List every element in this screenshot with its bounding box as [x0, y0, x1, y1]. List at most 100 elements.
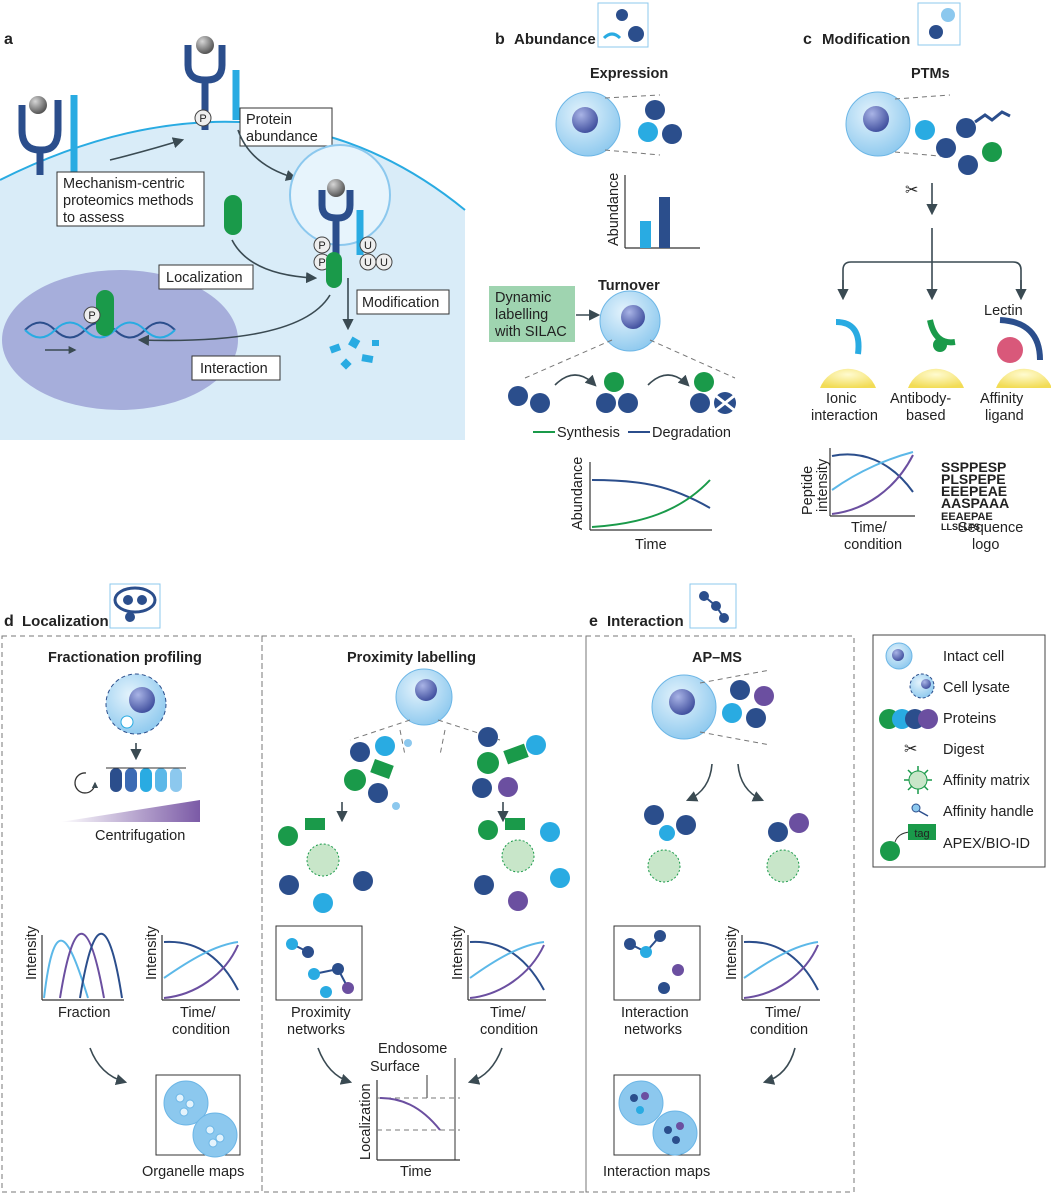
localization-icon — [109, 583, 161, 629]
ptm-marks: P P U U U — [313, 236, 393, 271]
svg-text:EEEPEAE: EEEPEAE — [941, 483, 1007, 499]
interacting-protein — [326, 252, 342, 288]
svg-text:Dynamic: Dynamic — [495, 290, 551, 306]
legend-box — [872, 634, 1046, 868]
panel-e: e Interaction AP–MS — [585, 583, 855, 1193]
svg-text:condition: condition — [172, 1022, 230, 1038]
proximity-right-cluster — [472, 727, 546, 798]
svg-text:intensity: intensity — [815, 458, 831, 512]
svg-text:interaction: interaction — [811, 408, 878, 424]
svg-text:Interaction: Interaction — [621, 1005, 689, 1021]
svg-text:Proximity labelling: Proximity labelling — [347, 650, 476, 666]
legend-affinity-matrix-icon — [904, 766, 932, 794]
interaction-icon — [689, 583, 737, 629]
svg-text:d: d — [4, 613, 14, 630]
interaction-network — [624, 930, 684, 994]
modification-icon — [917, 2, 961, 46]
apms-right — [766, 813, 809, 883]
panel-d-title: Localization — [22, 613, 109, 630]
svg-text:Ionic: Ionic — [826, 391, 857, 407]
bar-2 — [659, 197, 670, 248]
svg-text:labelling: labelling — [495, 307, 548, 323]
svg-text:U: U — [364, 240, 372, 252]
legend: Intact cell Cell lysate Proteins ✂ Diges… — [872, 634, 1046, 868]
svg-text:Fraction: Fraction — [58, 1005, 110, 1021]
receptor-2: P — [184, 36, 240, 130]
svg-text:Localization: Localization — [166, 270, 243, 286]
legend-item-cell-lysate: Cell lysate — [943, 680, 1010, 696]
svg-text:AP–MS: AP–MS — [692, 650, 742, 666]
svg-text:Sequence: Sequence — [958, 520, 1023, 536]
panel-c: c Modification PTMs ✂ Lectin Ionic inter… — [800, 2, 1051, 553]
localization-box — [158, 264, 254, 290]
scissors-icon: ✂ — [905, 182, 918, 199]
svg-text:logo: logo — [972, 537, 999, 553]
svg-text:U: U — [364, 257, 372, 269]
svg-text:P: P — [199, 113, 206, 125]
arrow-a2 — [237, 129, 298, 181]
legend-affinity-handle-icon — [911, 803, 929, 817]
svg-text:Affinity: Affinity — [980, 391, 1024, 407]
svg-text:based: based — [906, 408, 946, 424]
svg-text:Antibody-: Antibody- — [890, 391, 951, 407]
svg-text:abundance: abundance — [246, 129, 318, 145]
abundance-ylabel: Abundance — [606, 173, 622, 246]
affinity-matrix-right — [474, 818, 570, 911]
degradation-legend: Degradation — [652, 425, 731, 441]
legend-item-proteins: Proteins — [943, 711, 996, 727]
nucleus — [2, 270, 238, 410]
fractionation-frame — [1, 635, 263, 1193]
svg-text:condition: condition — [844, 537, 902, 553]
svg-text:Time/: Time/ — [490, 1005, 527, 1021]
svg-text:Modification: Modification — [362, 295, 439, 311]
svg-text:tag: tag — [914, 828, 929, 840]
abundance-icon — [597, 2, 649, 48]
centrifugation-gradient — [60, 800, 200, 822]
svg-text:networks: networks — [624, 1022, 682, 1038]
svg-text:U: U — [380, 257, 388, 269]
svg-text:Proximity: Proximity — [291, 1005, 351, 1021]
svg-text:Intensity: Intensity — [24, 925, 40, 980]
svg-text:with SILAC: with SILAC — [494, 324, 567, 340]
svg-text:Centrifugation: Centrifugation — [95, 828, 185, 844]
svg-text:SSPPESP: SSPPESP — [941, 459, 1006, 475]
svg-text:Fractionation profiling: Fractionation profiling — [48, 650, 202, 666]
svg-text:Interaction maps: Interaction maps — [603, 1164, 710, 1180]
svg-text:Localization: Localization — [358, 1083, 374, 1160]
proximity-left-cluster — [344, 736, 412, 810]
panel-b: b Abundance Expression Abundance Turnove… — [489, 2, 736, 553]
svg-text:Lectin: Lectin — [984, 303, 1023, 319]
svg-text:Mechanism-centric: Mechanism-centric — [63, 176, 185, 192]
membrane-line — [0, 120, 466, 211]
svg-text:b: b — [495, 31, 505, 48]
svg-text:P: P — [318, 257, 325, 269]
turnover-proteins — [508, 372, 736, 414]
svg-text:networks: networks — [287, 1022, 345, 1038]
tf-protein — [96, 290, 114, 336]
legend-item-apex: APEX/BIO-ID — [943, 836, 1030, 852]
degradation-curve — [591, 479, 711, 509]
turnover-heading: Turnover — [598, 278, 660, 294]
svg-text:Time/: Time/ — [180, 1005, 217, 1021]
interaction-frame — [585, 635, 855, 1193]
svg-text:Organelle maps: Organelle maps — [142, 1164, 244, 1180]
proximity-network — [286, 938, 354, 998]
receptor-1 — [18, 95, 78, 175]
arrow-a3 — [231, 239, 318, 284]
svg-text:condition: condition — [750, 1022, 808, 1038]
svg-text:LLSLLTS: LLSLLTS — [941, 522, 980, 532]
svg-text:Endosome: Endosome — [378, 1041, 447, 1057]
sequence-logo: SSPPESP PLSPEPE EEEPEAE AASPAAA EEAEPAE … — [941, 459, 1009, 532]
svg-text:Time: Time — [400, 1164, 432, 1180]
panel-a-letter: a — [4, 31, 13, 48]
legend-apex-icon: tag — [880, 824, 936, 861]
affinity-matrix-left — [278, 818, 373, 913]
svg-text:Time/: Time/ — [851, 520, 888, 536]
legend-item-intact-cell: Intact cell — [943, 649, 1004, 665]
panel-e-title: Interaction — [607, 613, 684, 630]
centrifuge-tubes — [106, 767, 186, 792]
ligand — [29, 96, 47, 114]
svg-text:condition: condition — [480, 1022, 538, 1038]
proximity-frame — [261, 635, 587, 1193]
